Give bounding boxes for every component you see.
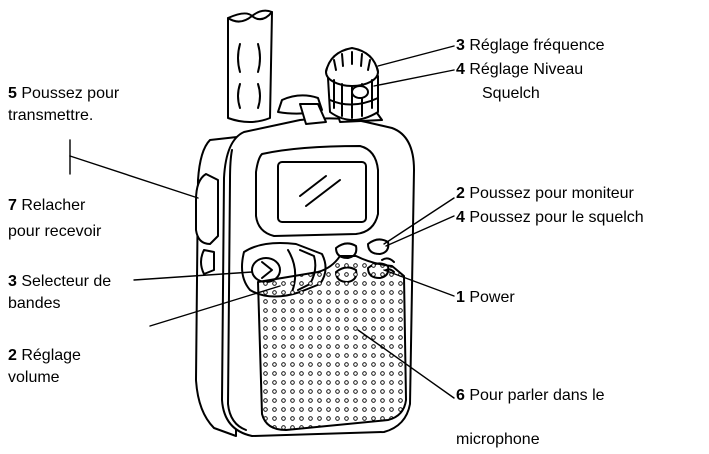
lcd-display bbox=[255, 145, 379, 237]
label-microphone-line2: microphone bbox=[456, 431, 540, 448]
label-monitor: 2 Poussez pour moniteur bbox=[456, 185, 634, 202]
label-microphone: 6 Pour parler dans le bbox=[456, 387, 605, 404]
label-band-selector-line2: bandes bbox=[8, 295, 61, 312]
label-ptt: 5 Poussez pour bbox=[8, 85, 120, 102]
label-release: 7 Relacher bbox=[8, 197, 86, 214]
leader-lines bbox=[69, 45, 455, 399]
label-band-selector: 3 Selecteur de bbox=[8, 273, 112, 290]
tuning-knob bbox=[325, 47, 379, 121]
antenna bbox=[227, 9, 273, 123]
label-ptt-line2: transmettre. bbox=[8, 107, 94, 124]
label-release-line2: pour recevoir bbox=[8, 223, 102, 240]
ptt-button bbox=[195, 173, 219, 275]
label-power: 1 Power bbox=[456, 289, 515, 306]
label-squelch-level-line2: Squelch bbox=[482, 85, 540, 102]
label-volume-line2: volume bbox=[8, 369, 60, 386]
label-squelch-level: 4 Réglage Niveau bbox=[456, 61, 584, 78]
label-frequency: 3 Réglage fréquence bbox=[456, 37, 605, 54]
label-volume: 2 Réglage bbox=[8, 347, 81, 364]
speaker-grille bbox=[257, 255, 407, 431]
label-squelch-push: 4 Poussez pour le squelch bbox=[456, 209, 644, 226]
